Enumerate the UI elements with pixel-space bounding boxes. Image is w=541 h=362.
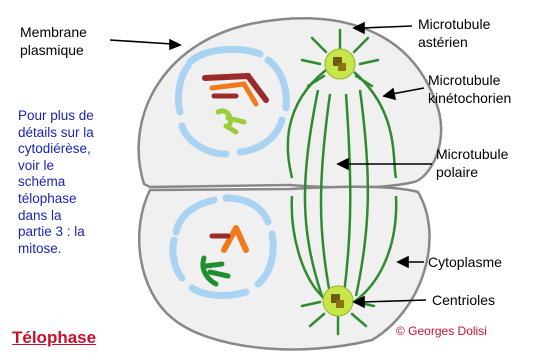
centrioles-label: Centrioles (432, 292, 495, 308)
note-line: mitose. (18, 241, 148, 258)
note-line: télophase (18, 191, 148, 208)
aster-label-line2: astérien (418, 34, 468, 50)
note-line: partie 3 : la (18, 224, 148, 241)
cytoplasm-label: Cytoplasme (428, 254, 502, 270)
copyright-text: © Georges Dolisi (396, 324, 487, 338)
centrosome-top (325, 49, 355, 79)
page-title: Télophase (12, 328, 96, 348)
membrane-label-line1: Membrane (20, 24, 87, 40)
cytokinesis-note: Pour plus de détails sur la cytodiérèse,… (18, 108, 148, 257)
kinetochore-label-line2: kinétochorien (428, 90, 511, 106)
kinetochore-label-line1: Microtubule (428, 72, 500, 88)
membrane-label-line2: plasmique (20, 42, 84, 58)
polar-label-line1: Microtubule (436, 146, 508, 162)
note-line: détails sur la (18, 125, 148, 142)
aster-label-line1: Microtubule (418, 16, 490, 32)
centrosome-bottom (323, 286, 353, 316)
note-line: voir le (18, 158, 148, 175)
note-line: Pour plus de (18, 108, 148, 125)
note-line: dans la (18, 208, 148, 225)
polar-label-line2: polaire (436, 164, 478, 180)
note-line: schéma (18, 174, 148, 191)
lower-daughter-cell (139, 187, 429, 350)
note-line: cytodiérèse, (18, 141, 148, 158)
